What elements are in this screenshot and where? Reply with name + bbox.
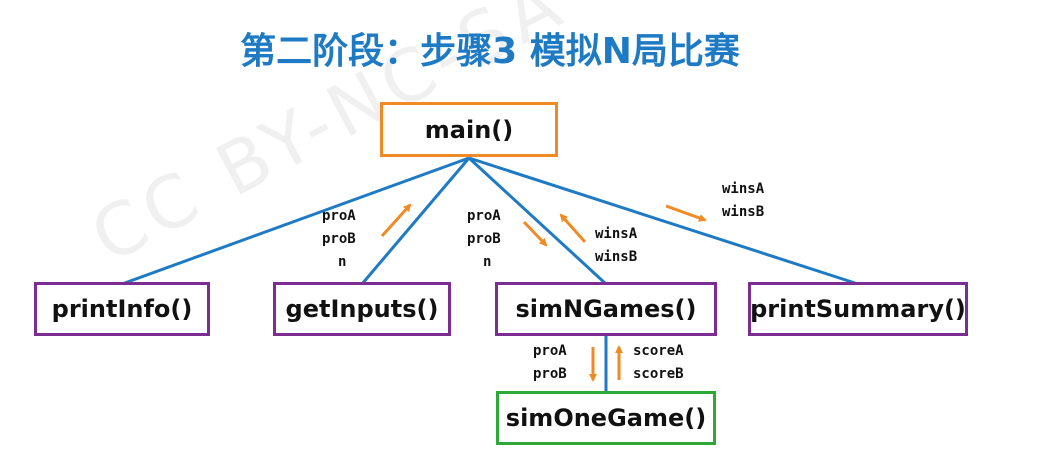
arrow-printsummary-params: [665, 204, 707, 222]
slide-title: 第二阶段：步骤3 模拟N局比赛: [240, 31, 740, 72]
label-line: winsA: [722, 181, 765, 197]
node-sim-n-games: simNGames(): [495, 282, 717, 336]
node-main: main(): [380, 102, 558, 157]
node-get-inputs: getInputs(): [273, 282, 451, 336]
label-line: winsB: [595, 249, 638, 265]
edge-main-printsummary: [468, 156, 859, 286]
label-line: scoreB: [633, 366, 684, 382]
edge-main-getinputs: [360, 157, 471, 285]
edge-main-printinfo: [121, 156, 470, 286]
label-printsummary-params: winsA winsB: [722, 178, 764, 224]
arrow-simngames-params: [522, 220, 548, 247]
edge-main-simngames: [467, 156, 608, 286]
label-simngames-return: winsA winsB: [595, 223, 637, 269]
label-line: proB: [467, 231, 501, 247]
label-simonegame-params: proA proB: [533, 340, 567, 386]
arrow-getinputs-return: [380, 203, 412, 238]
label-line: proA: [322, 208, 356, 224]
arrow-simngames-return: [559, 213, 587, 243]
node-print-info: printInfo(): [34, 282, 210, 336]
label-line: proA: [533, 343, 567, 359]
node-sim-one-game: simOneGame(): [496, 391, 716, 445]
label-line: winsA: [595, 226, 638, 242]
label-line: proB: [533, 366, 567, 382]
node-print-summary: printSummary(): [748, 282, 968, 336]
label-line: n: [338, 254, 347, 270]
label-line: winsB: [722, 204, 765, 220]
label-simngames-params: proA proB n: [467, 205, 501, 274]
label-line: proA: [467, 208, 501, 224]
label-line: n: [483, 254, 492, 270]
label-line: proB: [322, 231, 356, 247]
label-simonegame-return: scoreA scoreB: [633, 340, 684, 386]
label-line: scoreA: [633, 343, 684, 359]
label-getinputs-return: proA proB n: [322, 205, 356, 274]
